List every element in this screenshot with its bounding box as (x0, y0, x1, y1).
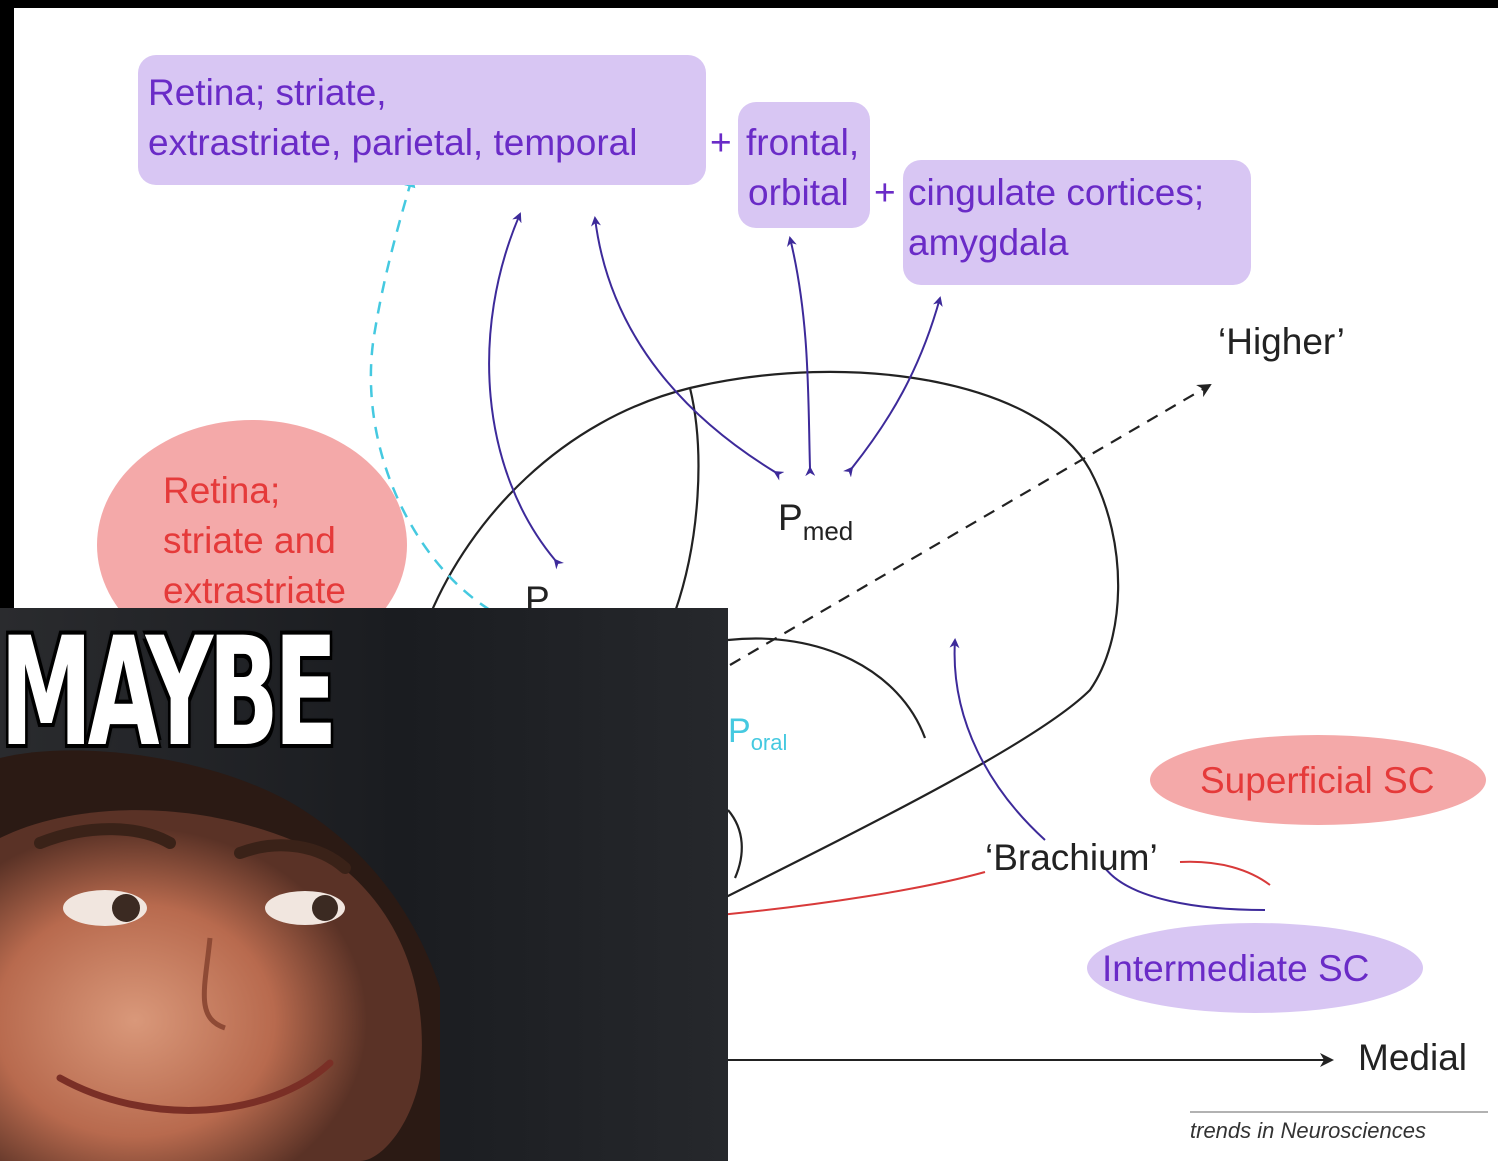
pulvinar-outline (428, 370, 1120, 902)
higher-label: ‘Higher’ (1218, 321, 1345, 362)
brachium-red-line-right (1179, 860, 1271, 886)
retina-label-line2: striate and (163, 520, 336, 561)
cingulate-box (903, 160, 1251, 285)
inner-curve-line (727, 809, 743, 879)
frontal-label-line1: frontal, (746, 122, 860, 163)
cingulate-label-line1: cingulate cortices; (908, 172, 1205, 213)
arrow-med-temporal (591, 216, 785, 481)
smirking-face-image (0, 608, 728, 1161)
intermediate-sc-label: Intermediate SC (1102, 948, 1370, 989)
oral-division-line (727, 637, 927, 739)
meme-caption: MAYBE (0, 608, 338, 780)
cortex-label-line2: extrastriate, parietal, temporal (148, 122, 638, 163)
arrow-med-frontal (787, 236, 816, 477)
brachium-red-line-left (719, 871, 986, 916)
retina-striate-circle (97, 420, 407, 670)
plus-sign-1: + (710, 122, 732, 163)
brachium-label: ‘Brachium’ (985, 837, 1158, 878)
frontal-box (738, 102, 870, 228)
brachium-purple-line (1104, 867, 1266, 911)
superficial-sc-ellipse (1150, 735, 1486, 825)
arrow-lateral-temporal (488, 212, 564, 570)
intermediate-sc-ellipse (1087, 923, 1423, 1013)
cingulate-label-line2: amygdala (908, 222, 1069, 263)
medial-label: Medial (1358, 1037, 1467, 1078)
plus-sign-2: + (874, 172, 896, 213)
journal-credit: trends in Neurosciences (1190, 1118, 1427, 1143)
arrow-intermediate-sc (949, 638, 1046, 841)
retina-label-line1: Retina; (163, 470, 281, 511)
frontal-label-line2: orbital (748, 172, 849, 213)
cortex-label-line1: Retina; striate, (148, 72, 387, 113)
p-med-label: Pmed (778, 497, 854, 546)
retina-label-line3: extrastriate (163, 570, 347, 611)
cyan-dashed-arrow (369, 175, 491, 612)
meme-panel: MAYBE (0, 608, 728, 1161)
higher-dashed-arrow (729, 383, 1212, 666)
arrow-med-cingulate (843, 296, 943, 478)
superficial-sc-label: Superficial SC (1200, 760, 1435, 801)
p-oral-label: Poral (728, 712, 788, 755)
cortex-box (138, 55, 706, 185)
